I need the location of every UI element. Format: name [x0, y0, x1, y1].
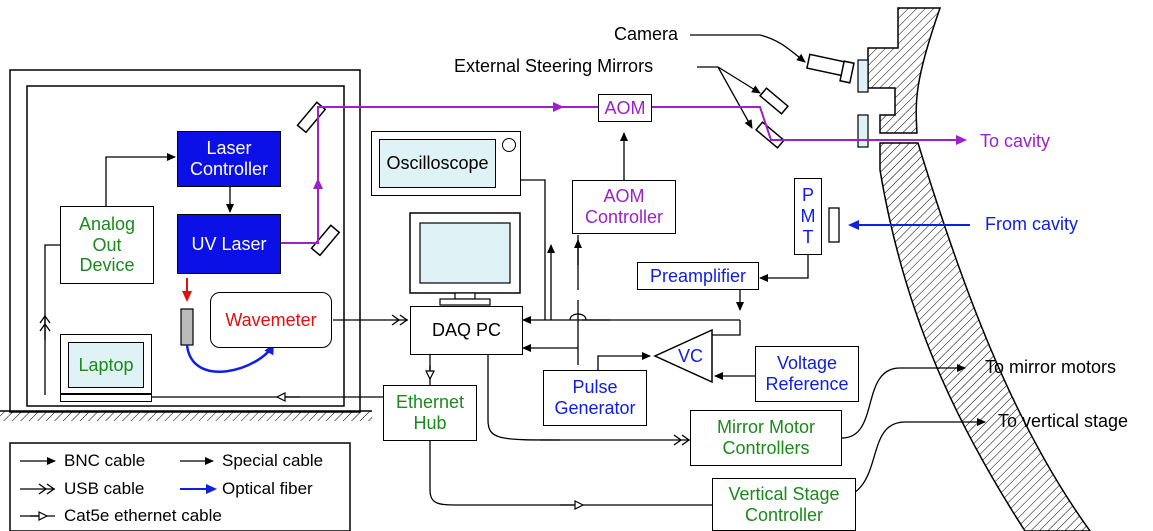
from-cavity-label: From cavity — [985, 214, 1079, 234]
preamplifier-box: Preamplifier — [637, 262, 759, 290]
camera-label: Camera — [614, 24, 679, 44]
legend-special-cable: Special cable — [222, 451, 324, 470]
voltage-reference-box: Voltage Reference — [755, 346, 859, 402]
mirror-motor-controllers-box: Mirror Motor Controllers — [690, 410, 842, 466]
window-bottom — [857, 114, 869, 148]
aom-controller-box: AOM Controller — [572, 180, 676, 234]
laptop-screen: Laptop — [68, 342, 144, 388]
laptop-base — [60, 394, 152, 402]
legend-box — [9, 442, 351, 531]
cavity-wall-top — [867, 7, 942, 134]
laser-controller-box: Laser Controller — [177, 131, 281, 187]
to-mirror-motors-label: To mirror motors — [985, 357, 1117, 377]
pulse-generator-box: Pulse Generator — [543, 370, 647, 426]
pmt-box: P M T — [794, 178, 822, 255]
vc-label: VC — [678, 346, 704, 366]
laptop-icon: Laptop — [60, 334, 152, 394]
vc-triangle — [653, 328, 713, 384]
external-steering-mirrors-label: External Steering Mirrors — [454, 56, 654, 76]
legend-optical-fiber: Optical fiber — [222, 479, 313, 498]
oscilloscope-knob-icon — [502, 138, 516, 152]
mirror-lower — [310, 224, 341, 257]
daq-pc-box: DAQ PC — [410, 306, 523, 355]
fiber-coupler — [180, 308, 194, 346]
cavity-wall — [879, 142, 1091, 531]
aom-box: AOM — [598, 94, 652, 122]
legend-cat5e-cable: Cat5e ethernet cable — [64, 506, 222, 525]
window-top — [857, 59, 869, 93]
legend-bnc-cable: BNC cable — [64, 451, 146, 470]
pmt-coupler — [828, 207, 840, 243]
ethernet-hub-box: Ethernet Hub — [383, 385, 477, 441]
analog-out-device-box: Analog Out Device — [60, 206, 154, 284]
to-vertical-stage-label: To vertical stage — [998, 411, 1129, 431]
legend-usb-cable: USB cable — [64, 479, 145, 498]
to-cavity-label: To cavity — [980, 131, 1051, 151]
laser-beam — [281, 102, 967, 244]
laptop-label: Laptop — [78, 354, 134, 375]
wavemeter-box: Wavemeter — [210, 292, 332, 348]
oscilloscope-label: Oscilloscope — [386, 153, 489, 174]
uv-laser-box: UV Laser — [177, 214, 281, 274]
floor-hatch — [0, 411, 372, 421]
oscilloscope-screen: Oscilloscope — [379, 139, 496, 188]
camera-icon — [806, 53, 855, 84]
enclosure-inner — [26, 85, 345, 407]
steering-mirror-1 — [759, 87, 789, 115]
vertical-stage-controller-box: Vertical Stage Controller — [712, 478, 856, 531]
daq-pc-monitor — [409, 212, 521, 306]
oscilloscope-box: Oscilloscope — [371, 131, 521, 196]
